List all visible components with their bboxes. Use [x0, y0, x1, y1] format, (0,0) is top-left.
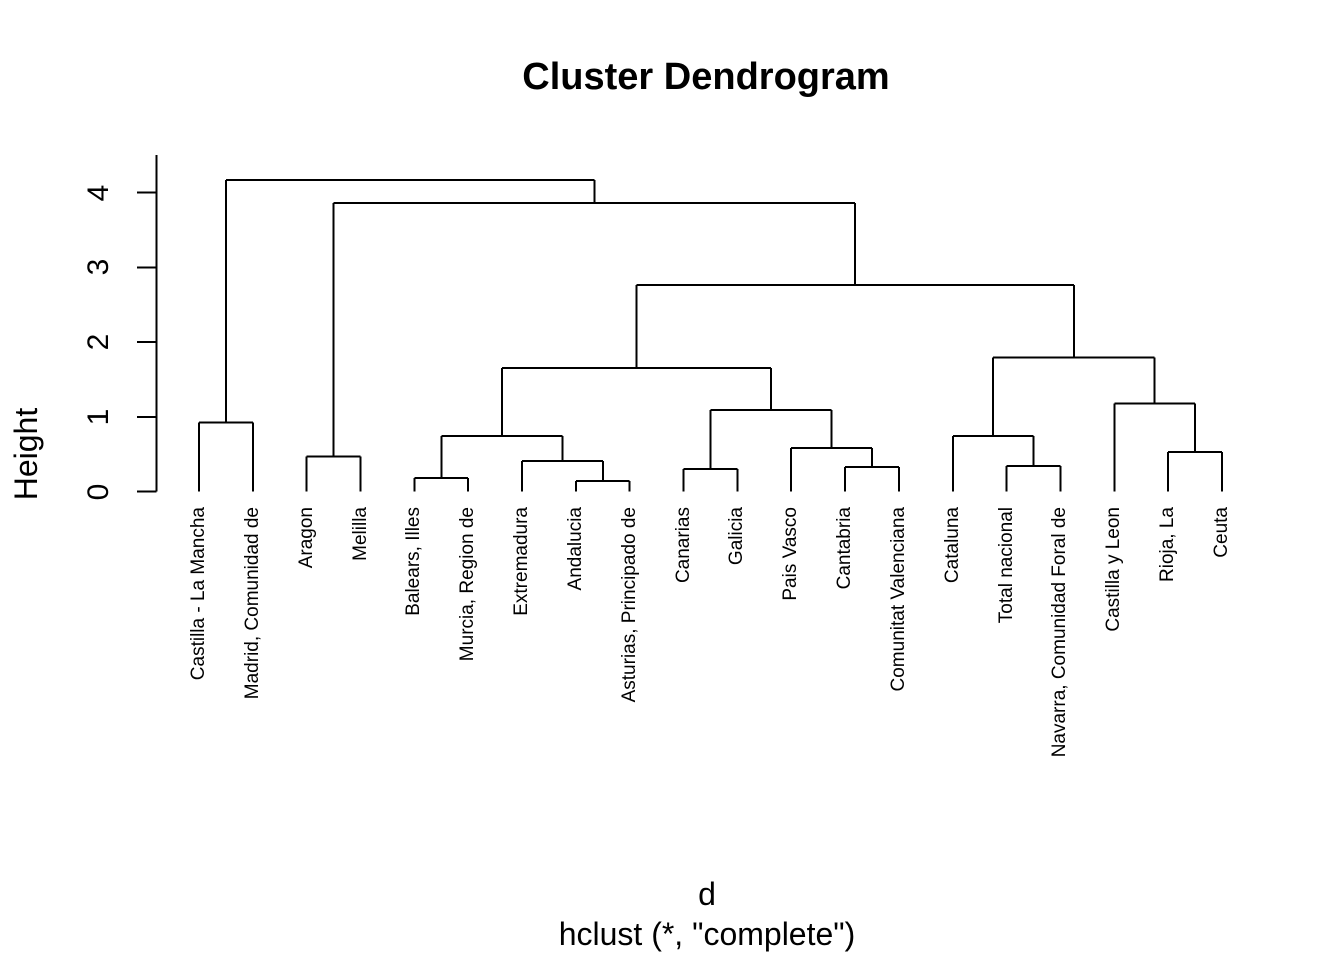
- y-tick-label: 3: [82, 258, 115, 276]
- leaf-label: Galicia: [726, 507, 748, 566]
- y-tick-label: 2: [82, 333, 115, 351]
- x-axis-subtitle: hclust (*, "complete"): [558, 916, 856, 952]
- leaf-label: Cantabria: [834, 507, 856, 590]
- y-tick-label: 0: [82, 483, 115, 500]
- x-axis-title: d: [698, 876, 716, 912]
- y-axis-title: Height: [8, 407, 44, 501]
- leaf-label: Aragon: [295, 507, 317, 569]
- leaf-label: Canarias: [672, 507, 694, 584]
- leaf-label: Murcia, Region de: [457, 507, 479, 662]
- leaf-label: Total nacional: [995, 507, 1017, 624]
- leaf-label: Balears, Illes: [403, 507, 425, 616]
- leaf-label: Navarra, Comunidad Foral de: [1049, 507, 1071, 758]
- dendrogram-tree-lines: [198, 178, 1223, 492]
- leaf-label: Melilla: [349, 507, 371, 561]
- leaf-label: Rioja, La: [1157, 507, 1179, 582]
- y-tick-label: 1: [82, 408, 115, 426]
- leaf-label: Pais Vasco: [780, 507, 802, 601]
- leaf-label: Comunitat Valenciana: [887, 507, 909, 692]
- leaf-label: Asturias, Principado de: [618, 507, 640, 703]
- chart-title: Cluster Dendrogram: [522, 56, 890, 98]
- y-axis: [137, 155, 158, 493]
- leaf-label: Madrid, Comunidad de: [241, 507, 263, 700]
- y-tick-label: 4: [82, 184, 115, 201]
- leaf-label: Ceuta: [1210, 507, 1232, 558]
- leaf-label: Extremadura: [511, 507, 533, 616]
- leaf-label: Castilla y Leon: [1103, 507, 1125, 632]
- y-axis-line-and-ticks: [137, 155, 158, 493]
- leaf-label: Andalucia: [564, 507, 586, 591]
- leaf-label: Castilla - La Mancha: [188, 507, 209, 681]
- leaf-label: Cataluna: [941, 507, 963, 584]
